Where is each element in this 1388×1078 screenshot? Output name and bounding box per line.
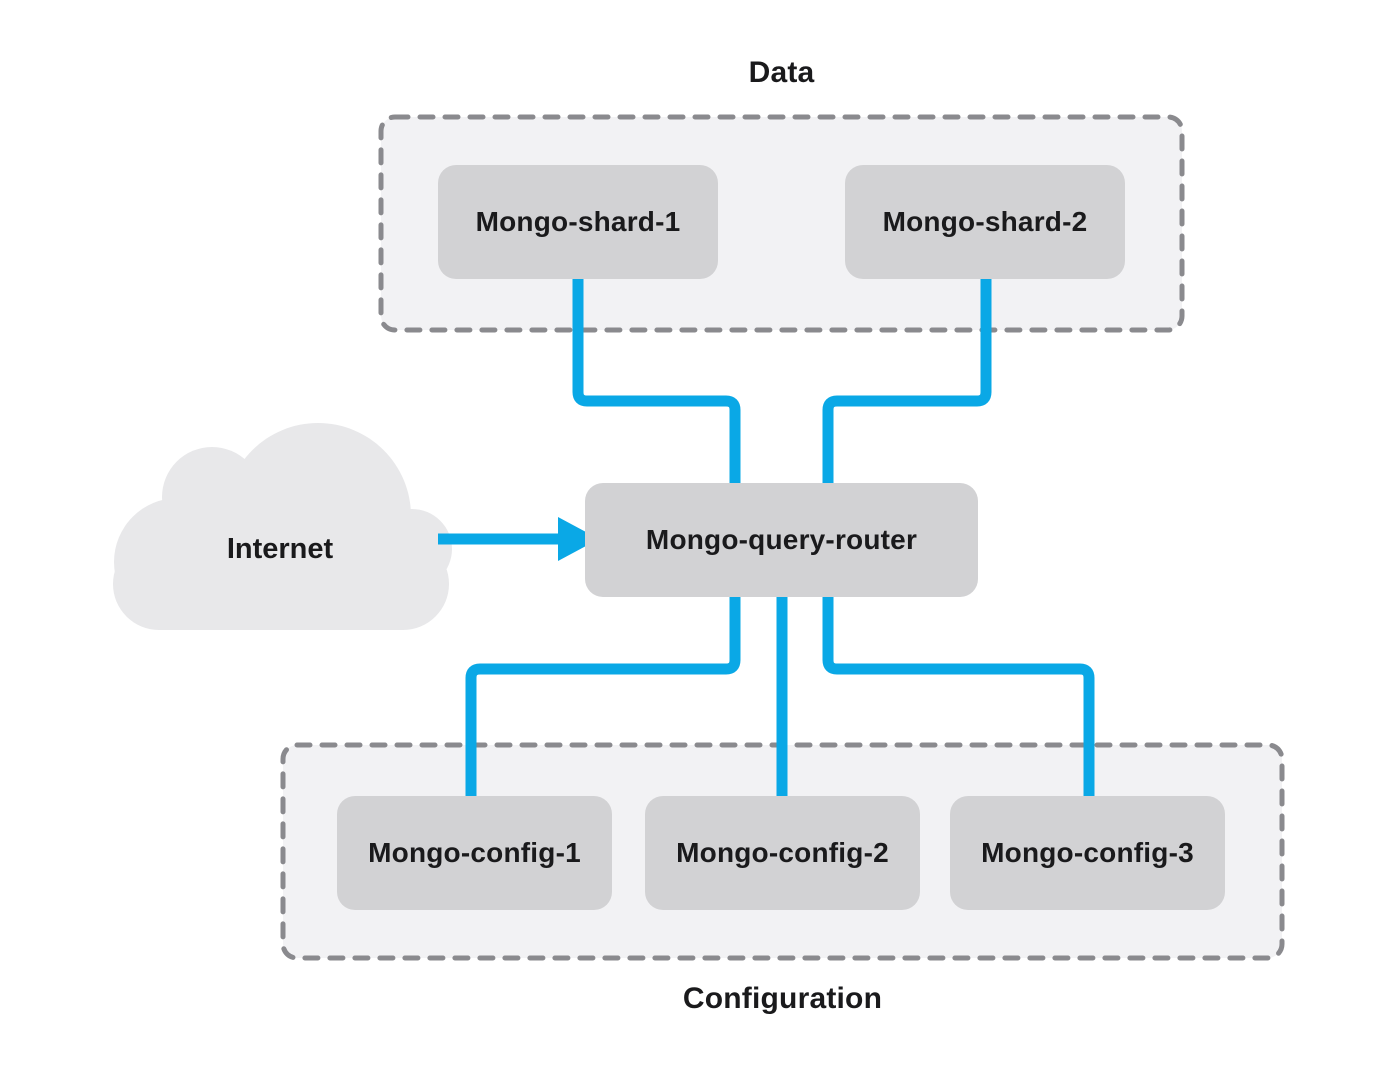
edge-shard1-router	[572, 277, 741, 490]
node-mongo-config-2: Mongo-config-2	[645, 796, 920, 910]
internet-cloud-icon	[113, 423, 452, 630]
group-label-configuration: Configuration	[682, 982, 883, 1015]
edge-router-config1	[465, 592, 741, 800]
node-mongo-query-router: Mongo-query-router	[585, 483, 978, 597]
internet-label: Internet	[226, 533, 334, 565]
node-mongo-shard-2: Mongo-shard-2	[845, 165, 1125, 279]
node-mongo-shard-1: Mongo-shard-1	[438, 165, 718, 279]
arrow-head-icon	[558, 517, 599, 561]
group-label-data: Data	[748, 56, 815, 89]
internet-to-router-arrow	[438, 517, 599, 561]
node-mongo-config-3: Mongo-config-3	[950, 796, 1225, 910]
node-mongo-config-1: Mongo-config-1	[337, 796, 612, 910]
edge-shard2-router	[822, 277, 992, 490]
edge-router-config3	[822, 592, 1095, 800]
